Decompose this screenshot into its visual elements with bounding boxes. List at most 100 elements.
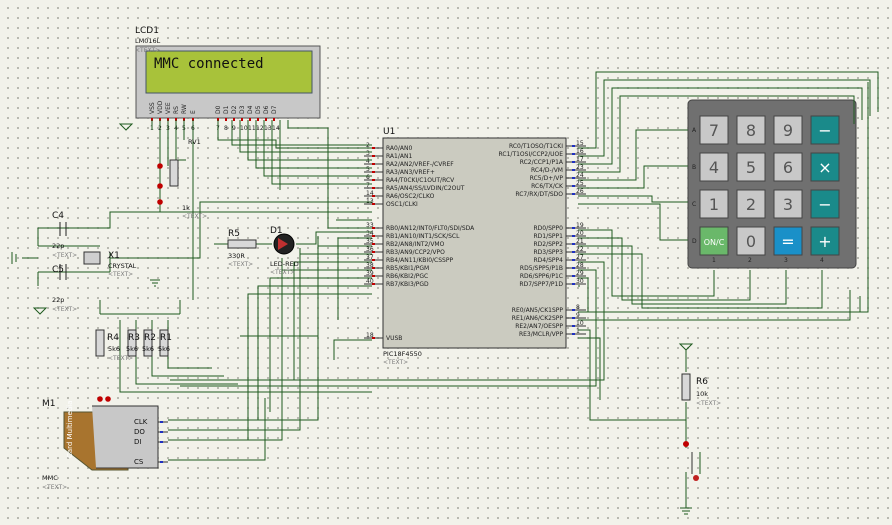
- lcd-pin-label: RS: [173, 106, 180, 114]
- keypad-key[interactable]: [773, 152, 803, 182]
- keypad-key[interactable]: [736, 189, 766, 219]
- mcu-pin-number: 37: [366, 254, 374, 261]
- keypad-key[interactable]: [736, 226, 766, 256]
- d1-ref: D1: [270, 226, 283, 236]
- mcu-pin-label: RB3/AN9/CCP2/VPO: [386, 249, 445, 256]
- mcu-pin-number: 30: [576, 278, 584, 285]
- keypad-col-label: 2: [748, 257, 752, 264]
- mcu-pin-number: 3: [366, 150, 370, 157]
- keypad-key[interactable]: [773, 226, 803, 256]
- r3-ref: R3: [128, 333, 140, 343]
- mcu-pin-number: 5: [366, 166, 370, 173]
- mcu-part: PIC18F4550: [383, 350, 422, 358]
- lcd-part: LM016L: [135, 37, 161, 45]
- keypad-col-label: 4: [820, 257, 824, 264]
- keypad-key[interactable]: [699, 152, 729, 182]
- mcu-pin-label: RE3/MCLR/VPP: [519, 331, 563, 338]
- lcd-module[interactable]: MMC connected LCD1 LM016L <TEXT> VSS1VDD…: [135, 26, 321, 132]
- mcu-pin-label: RE2/AN7/OESPP: [515, 323, 563, 330]
- r6[interactable]: R6 10k <TEXT>: [681, 373, 721, 407]
- x1-tag: <TEXT>: [108, 271, 133, 278]
- r6-val: 10k: [696, 390, 708, 398]
- keypad-key[interactable]: [699, 189, 729, 219]
- m1-tag: <TEXT>: [42, 484, 67, 491]
- junction-dots: [97, 163, 689, 447]
- keypad-key[interactable]: [699, 115, 729, 145]
- mcu-pin-number: 34: [366, 230, 374, 237]
- c4[interactable]: C4 22p <TEXT>: [52, 211, 77, 259]
- mcu-pin-label: RD2/SPP2: [534, 241, 564, 248]
- x1-crystal[interactable]: X1 CRYSTAL <TEXT>: [83, 251, 137, 278]
- r1-val: 5k6: [158, 345, 170, 353]
- r3-val: 5k6: [126, 345, 138, 353]
- d1-led[interactable]: D1 LED-RED <TEXT>: [270, 226, 299, 276]
- mcu-pin-number: 33: [366, 222, 374, 229]
- mcu-pin-number: 15: [576, 140, 584, 147]
- mcu-pin-number: 40: [366, 278, 374, 285]
- mcu-pin-number: 39: [366, 270, 374, 277]
- mcu-pin-number: 29: [576, 270, 584, 277]
- mmc-pin-label: CLK: [134, 418, 148, 426]
- lcd-pin-number: 11: [248, 125, 256, 132]
- reset-button[interactable]: [683, 441, 699, 481]
- keypad-key[interactable]: [810, 152, 840, 182]
- c4-ref: C4: [52, 211, 64, 221]
- mcu-pin-number: 24: [576, 172, 584, 179]
- x1-ref: X1: [108, 251, 120, 261]
- rv1-pot[interactable]: RV1 1k <TEXT>: [169, 138, 207, 220]
- keypad-key[interactable]: [736, 152, 766, 182]
- mmc-card-label: Card Multimedia: [66, 400, 74, 458]
- mcu-pin-number: 6: [366, 174, 370, 181]
- mcu-pin-label: RA2/AN2/VREF-/CVREF: [386, 161, 454, 168]
- mcu-pin-label: RB6/KBI2/PGC: [386, 273, 428, 280]
- lcd-pin-label: D4: [247, 105, 254, 114]
- keypad-key[interactable]: [773, 115, 803, 145]
- mcu-pin-label: RA3/AN3/VREF+: [386, 169, 435, 176]
- mmc-pin-label: CS: [134, 458, 144, 466]
- r5[interactable]: R5 330R <TEXT>: [227, 229, 257, 268]
- lcd-pin-number: 14: [272, 125, 280, 132]
- mcu-pin-label: RB0/AN12/INT0/FLT0/SDI/SDA: [386, 225, 475, 232]
- mcu-pin-label: RD7/SPP7/P1D: [519, 281, 563, 288]
- keypad-key-label: 3: [783, 195, 793, 214]
- keypad-key[interactable]: [773, 189, 803, 219]
- mcu-pin-number: 4: [366, 158, 370, 165]
- lcd-display-text: MMC connected: [154, 56, 264, 72]
- pullup-resistors[interactable]: R4 R3 R2 R1 5k6 5k6 5k6 5k6 <TEXT>: [95, 329, 172, 362]
- mcu-pin-label: RD4/SPP4: [534, 257, 564, 264]
- lcd-ref: LCD1: [135, 26, 159, 36]
- c5[interactable]: C5 22p <TEXT>: [52, 264, 77, 313]
- r4-val: 5k6: [108, 345, 120, 353]
- keypad-key[interactable]: [810, 115, 840, 145]
- rv1-tag: <TEXT>: [182, 213, 207, 220]
- r2-ref: R2: [144, 333, 156, 343]
- keypad-key-label: −: [818, 121, 831, 140]
- mcu-pin-number: 22: [576, 246, 584, 253]
- m1-part: MMC: [42, 474, 58, 482]
- lcd-pin-label: E: [190, 110, 197, 114]
- wires: [22, 71, 879, 508]
- lcd-pin-number: 13: [264, 125, 272, 132]
- keypad-key[interactable]: [810, 226, 840, 256]
- mcu-pin-number: 19: [576, 222, 584, 229]
- mcu-pin-label: RB2/AN8/INT2/VMO: [386, 241, 445, 248]
- keypad-key[interactable]: [736, 115, 766, 145]
- mcu-pin-label: RD5/SPP5/P1B: [520, 265, 563, 272]
- mcu-pin-label: RC4/D-/VM: [531, 167, 563, 174]
- r5-tag: <TEXT>: [228, 261, 253, 268]
- keypad-key-label: 7: [709, 121, 719, 140]
- mcu-pin-label: RC6/TX/CK: [531, 183, 564, 190]
- lcd-pin-label: D0: [215, 105, 222, 114]
- keypad-key-label: 4: [709, 158, 719, 177]
- mcu-pin-label: RA4/T0CKI/C1OUT/RCV: [386, 177, 455, 184]
- mcu-pin-label: RD0/SPP0: [534, 225, 564, 232]
- keypad-key[interactable]: [699, 226, 729, 256]
- c4-val: 22p: [52, 242, 64, 250]
- c5-ref: C5: [52, 265, 64, 275]
- lcd-pin-label: D6: [263, 105, 270, 114]
- keypad-key[interactable]: [810, 189, 840, 219]
